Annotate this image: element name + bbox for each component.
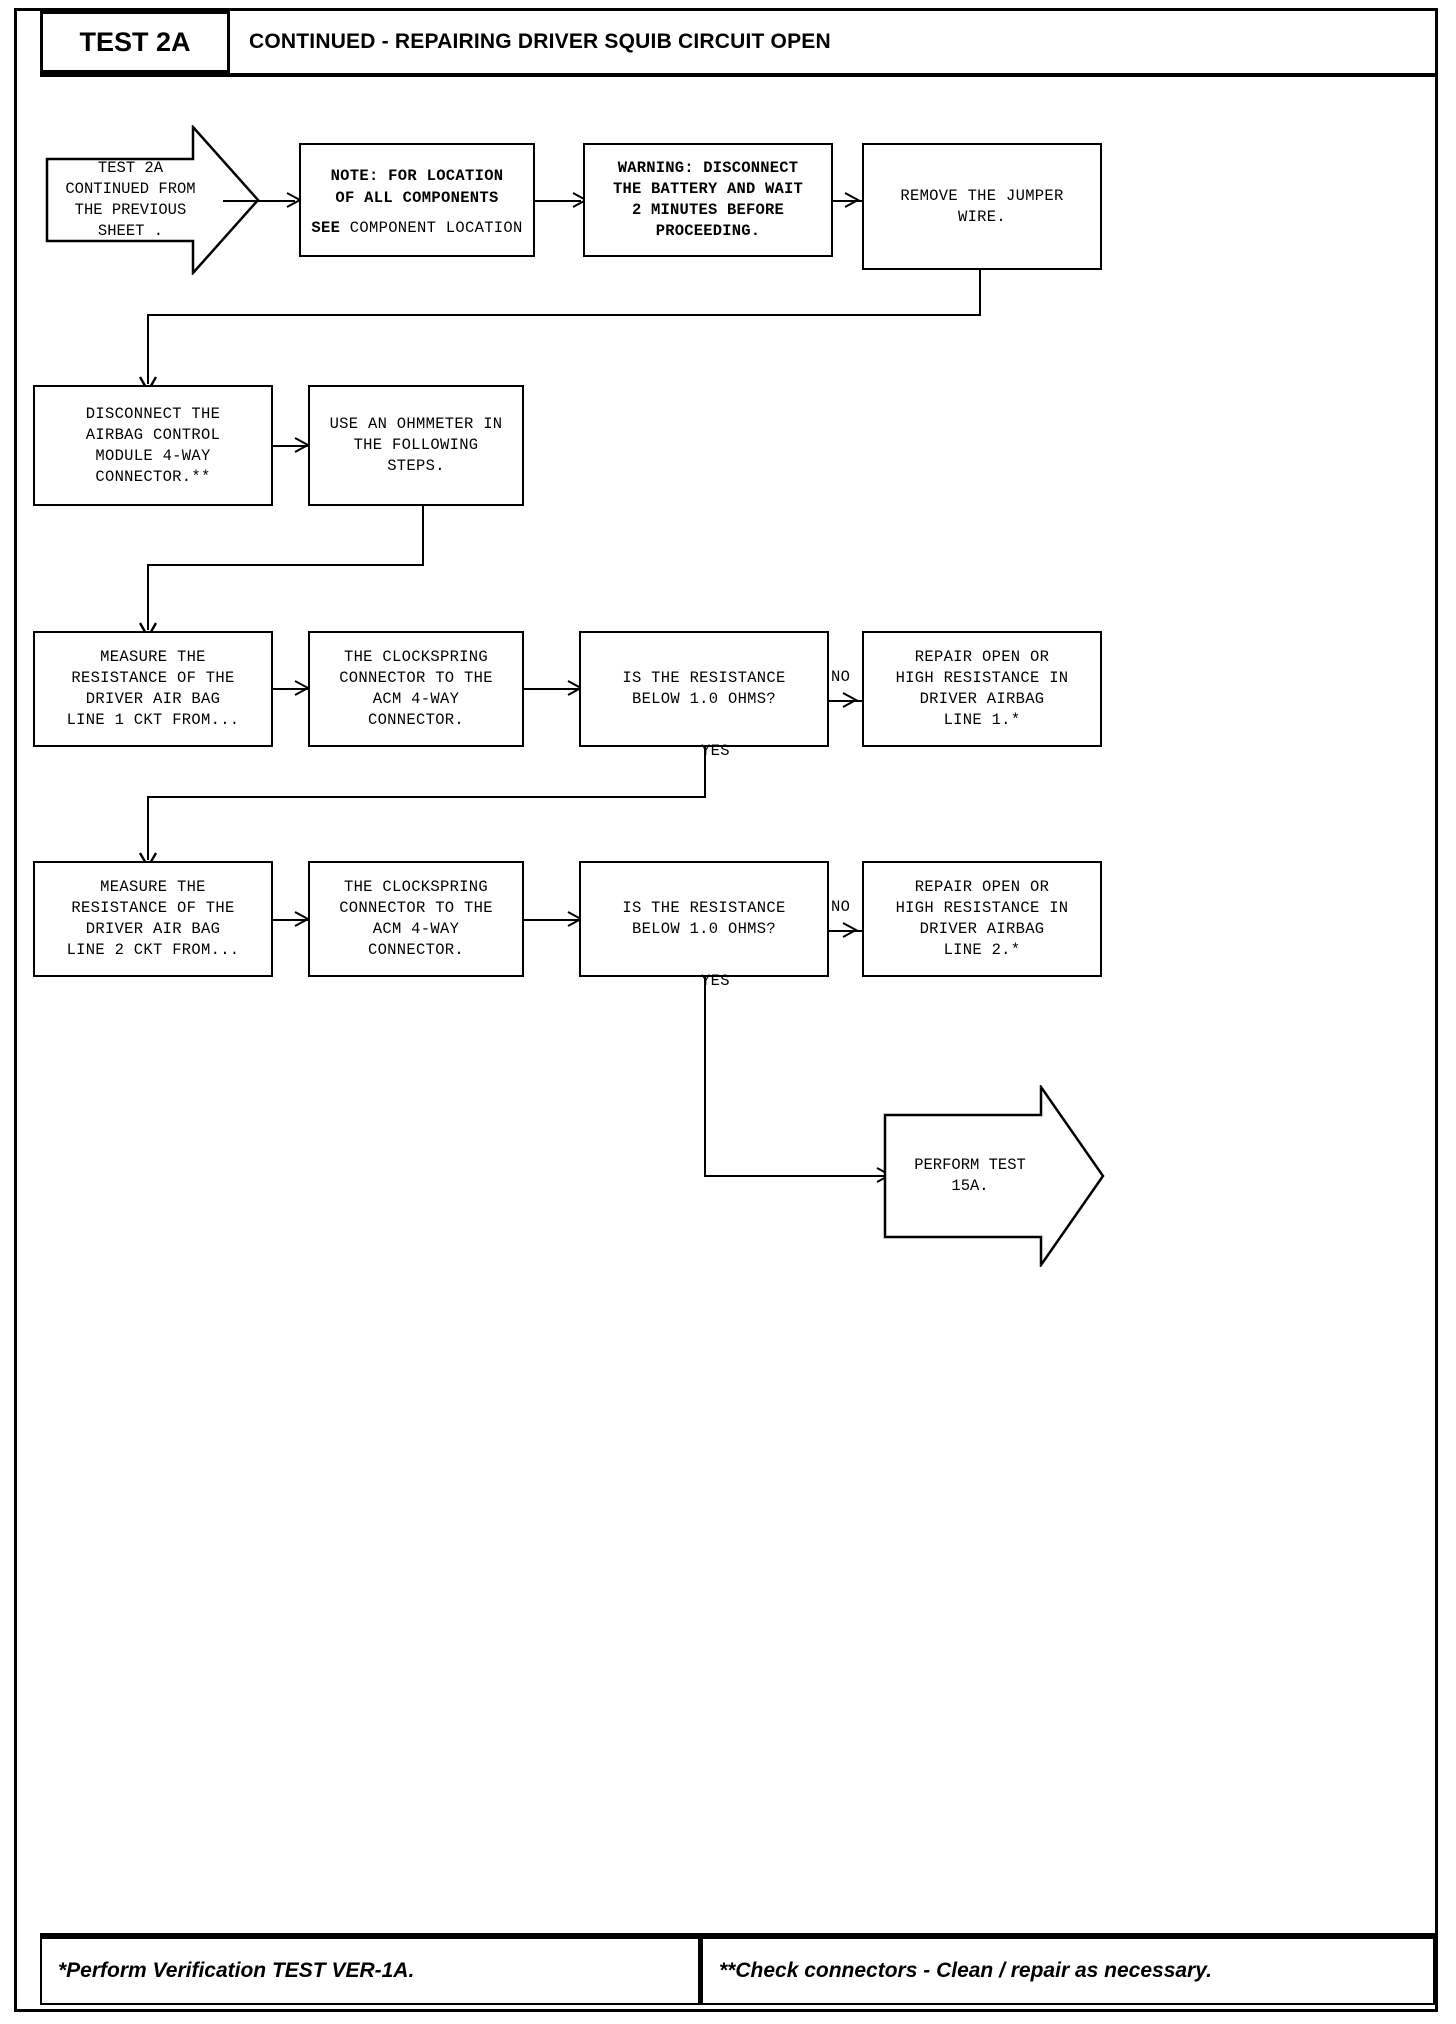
node-repair-line2-label: REPAIR OPEN OR HIGH RESISTANCE IN DRIVER…: [895, 878, 1069, 959]
footer-divider: [40, 1933, 1435, 1937]
node-measure-line1: MEASURE THE RESISTANCE OF THE DRIVER AIR…: [33, 631, 273, 747]
footer-note-left-text: *Perform Verification TEST VER-1A.: [58, 1959, 415, 1982]
flowchart-canvas: TEST 2A CONTINUED FROM THE PREVIOUS SHEE…: [17, 80, 1435, 1930]
edge-remove-to-disconnect-seg1: [979, 270, 981, 316]
page-footer: *Perform Verification TEST VER-1A. **Che…: [17, 1933, 1435, 2009]
node-measure-line2-label: MEASURE THE RESISTANCE OF THE DRIVER AIR…: [66, 878, 240, 959]
node-remove-jumper: REMOVE THE JUMPER WIRE.: [862, 143, 1102, 270]
edge-clockspring2-to-decision2: [524, 919, 580, 921]
node-use-ohmmeter: USE AN OHMMETER IN THE FOLLOWING STEPS.: [308, 385, 524, 506]
edge-label-yes-2: YES: [701, 972, 730, 990]
edge-decision2-yes-seg2: [704, 1175, 889, 1177]
edge-note-to-warning: [535, 200, 581, 202]
node-decision-1: IS THE RESISTANCE BELOW 1.0 OHMS?: [579, 631, 829, 747]
footer-note-right: **Check connectors - Clean / repair as n…: [700, 1937, 1435, 2005]
edge-ohmmeter-to-measure1-seg1: [422, 506, 424, 566]
edge-ohmmeter-to-measure1-seg3: [147, 564, 149, 630]
footer-notes: *Perform Verification TEST VER-1A. **Che…: [40, 1937, 1435, 2005]
page-header: TEST 2A CONTINUED - REPAIRING DRIVER SQU…: [17, 11, 1435, 79]
test-badge: TEST 2A: [40, 11, 230, 73]
edge-decision1-yes-seg2: [147, 796, 706, 798]
node-use-ohmmeter-label: USE AN OHMMETER IN THE FOLLOWING STEPS.: [329, 415, 503, 475]
edge-decision1-no: [829, 700, 869, 702]
footer-note-left: *Perform Verification TEST VER-1A.: [40, 1937, 700, 2005]
node-perform-test-15a-label: PERFORM TEST 15A.: [914, 1156, 1026, 1195]
edge-measure1-to-clockspring1: [273, 688, 309, 690]
node-note-see-component-location: SEE COMPONENT LOCATION: [301, 217, 533, 239]
node-measure-line2: MEASURE THE RESISTANCE OF THE DRIVER AIR…: [33, 861, 273, 977]
edge-warning-to-remove-arrowhead: [843, 191, 861, 209]
diagram-page: TEST 2A CONTINUED - REPAIRING DRIVER SQU…: [14, 8, 1438, 2012]
edge-start-to-note: [223, 200, 295, 202]
edge-label-no-2: NO: [831, 898, 851, 916]
node-decision-1-label: IS THE RESISTANCE BELOW 1.0 OHMS?: [622, 669, 786, 708]
header-divider: [40, 73, 1435, 77]
node-disconnect-acm: DISCONNECT THE AIRBAG CONTROL MODULE 4-W…: [33, 385, 273, 506]
edge-remove-to-disconnect-seg3: [147, 314, 149, 384]
test-badge-label: TEST 2A: [79, 26, 191, 57]
edge-decision1-yes-seg3: [147, 796, 149, 860]
node-clockspring-1: THE CLOCKSPRING CONNECTOR TO THE ACM 4-W…: [308, 631, 524, 747]
edge-label-yes-1: YES: [701, 742, 730, 760]
edge-decision1-yes-seg1: [704, 747, 706, 798]
edge-decision2-no: [829, 930, 869, 932]
node-repair-line2: REPAIR OPEN OR HIGH RESISTANCE IN DRIVER…: [862, 861, 1102, 977]
node-note-see-bold: SEE: [311, 219, 341, 237]
edge-decision1-no-arrowhead: [841, 691, 859, 709]
node-note-see-rest: COMPONENT LOCATION: [340, 219, 523, 237]
node-perform-test-15a: PERFORM TEST 15A.: [883, 1085, 1105, 1267]
edge-remove-to-disconnect-seg2: [147, 314, 981, 316]
edge-decision2-yes-seg1: [704, 977, 706, 1177]
edge-clockspring1-to-decision1: [524, 688, 580, 690]
node-clockspring-1-label: THE CLOCKSPRING CONNECTOR TO THE ACM 4-W…: [339, 648, 493, 729]
node-measure-line1-label: MEASURE THE RESISTANCE OF THE DRIVER AIR…: [66, 648, 240, 729]
node-clockspring-2: THE CLOCKSPRING CONNECTOR TO THE ACM 4-W…: [308, 861, 524, 977]
edge-disconnect-to-ohmmeter: [273, 445, 309, 447]
node-remove-jumper-label: REMOVE THE JUMPER WIRE.: [900, 186, 1064, 226]
edge-decision2-no-arrowhead: [841, 921, 859, 939]
node-warning-label: WARNING: DISCONNECT THE BATTERY AND WAIT…: [612, 159, 804, 240]
node-note: NOTE: FOR LOCATION OF ALL COMPONENTS SEE…: [299, 143, 535, 257]
node-warning: WARNING: DISCONNECT THE BATTERY AND WAIT…: [583, 143, 833, 257]
node-repair-line1-label: REPAIR OPEN OR HIGH RESISTANCE IN DRIVER…: [895, 648, 1069, 729]
edge-measure2-to-clockspring2: [273, 919, 309, 921]
node-repair-line1: REPAIR OPEN OR HIGH RESISTANCE IN DRIVER…: [862, 631, 1102, 747]
node-note-line1: NOTE: FOR LOCATION OF ALL COMPONENTS: [330, 167, 504, 207]
page-border: [14, 8, 1438, 2012]
node-disconnect-acm-label: DISCONNECT THE AIRBAG CONTROL MODULE 4-W…: [85, 404, 221, 486]
node-clockspring-2-label: THE CLOCKSPRING CONNECTOR TO THE ACM 4-W…: [339, 878, 493, 959]
edge-label-no-1: NO: [831, 668, 851, 686]
node-start-banner-label: TEST 2A CONTINUED FROM THE PREVIOUS SHEE…: [65, 159, 196, 240]
node-decision-2: IS THE RESISTANCE BELOW 1.0 OHMS?: [579, 861, 829, 977]
page-title: CONTINUED - REPAIRING DRIVER SQUIB CIRCU…: [249, 11, 831, 73]
node-start-banner: TEST 2A CONTINUED FROM THE PREVIOUS SHEE…: [45, 125, 260, 275]
page-title-text: CONTINUED - REPAIRING DRIVER SQUIB CIRCU…: [249, 30, 831, 53]
edge-warning-to-remove: [833, 200, 873, 202]
footer-note-right-text: **Check connectors - Clean / repair as n…: [719, 1959, 1212, 1982]
node-decision-2-label: IS THE RESISTANCE BELOW 1.0 OHMS?: [622, 899, 786, 938]
edge-ohmmeter-to-measure1-seg2: [147, 564, 424, 566]
